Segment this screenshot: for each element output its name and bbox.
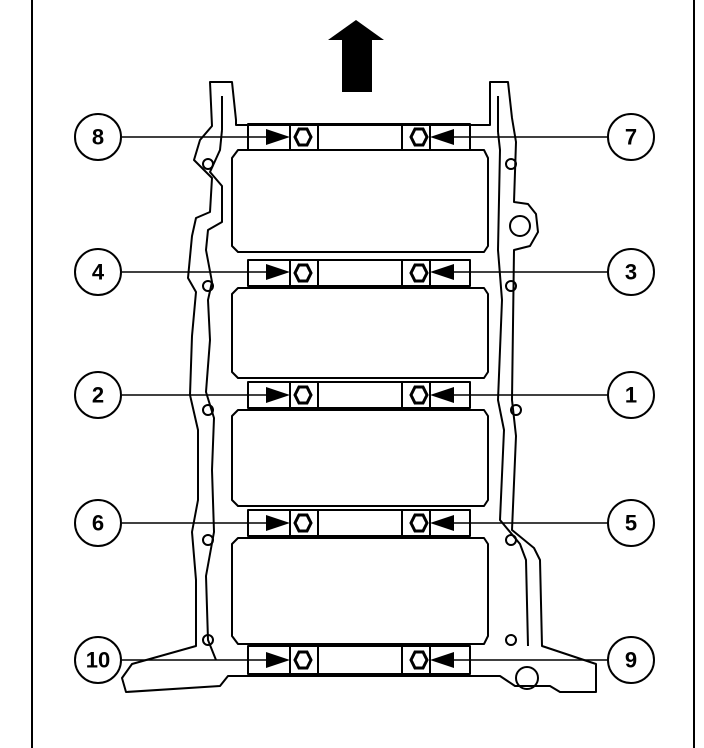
callout-9: 9 xyxy=(625,648,637,673)
arrow-right-icon xyxy=(266,129,290,145)
arrow-left-icon xyxy=(430,652,454,668)
hex-bolt-icon xyxy=(409,513,429,533)
hex-bolt-icon xyxy=(293,513,313,533)
bolt-heads xyxy=(293,127,429,670)
hex-bolt-icon xyxy=(409,127,429,147)
hex-bolt-icon xyxy=(293,263,313,283)
leader-arrowheads xyxy=(266,129,454,668)
callout-8: 8 xyxy=(92,125,104,150)
callout-circles xyxy=(74,113,655,684)
hex-bolt-icon xyxy=(293,127,313,147)
arrow-left-icon xyxy=(430,264,454,280)
hex-bolt-icon xyxy=(293,385,313,405)
arrow-left-icon xyxy=(430,387,454,403)
hex-bolt-icon xyxy=(409,263,429,283)
engine-block-outline xyxy=(121,81,597,693)
callout-4: 4 xyxy=(92,260,105,285)
callout-7: 7 xyxy=(625,125,637,150)
leader-lines xyxy=(122,136,608,661)
callout-2: 2 xyxy=(92,383,104,408)
hex-bolt-icon xyxy=(293,650,313,670)
callout-6: 6 xyxy=(92,511,104,536)
hex-bolt-icon xyxy=(409,385,429,405)
frame xyxy=(31,0,695,748)
hex-bolt-icon xyxy=(409,650,429,670)
arrow-left-icon xyxy=(430,129,454,145)
arrow-up-icon xyxy=(328,20,384,92)
arrow-right-icon xyxy=(266,264,290,280)
callout-labels: 8 7 4 3 2 1 6 5 10 9 xyxy=(86,125,637,673)
arrow-right-icon xyxy=(266,387,290,403)
callout-3: 3 xyxy=(625,260,637,285)
arrow-right-icon xyxy=(266,515,290,531)
callout-5: 5 xyxy=(625,511,637,536)
callout-10: 10 xyxy=(86,648,110,673)
callout-1: 1 xyxy=(625,383,637,408)
arrow-left-icon xyxy=(430,515,454,531)
arrow-right-icon xyxy=(266,652,290,668)
